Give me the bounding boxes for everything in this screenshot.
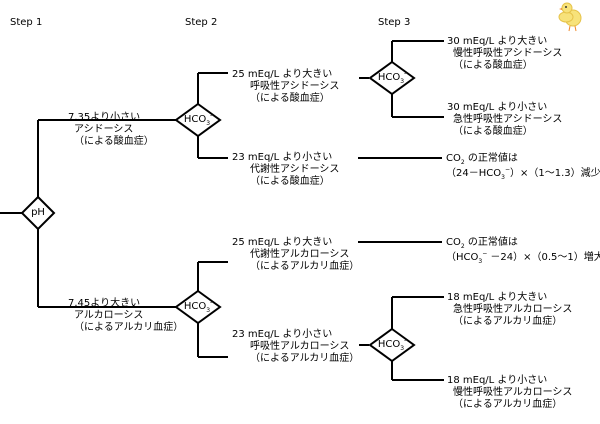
alk-metab-node: 25 mEq/L より大きい 代謝性アルカローシス （によるアルカリ血症） bbox=[232, 237, 359, 273]
alk-chronic-cond: 18 mEq/L より小さい bbox=[447, 375, 548, 386]
acid-metab-cond: 23 mEq/L より小さい bbox=[232, 152, 333, 163]
alkalosis-label: 7.45より大きい アルカローシス （によるアルカリ血症） bbox=[68, 298, 183, 334]
alk-metab-cond: 25 mEq/L より大きい bbox=[232, 237, 333, 248]
acid-acute-note: （による酸血症） bbox=[453, 126, 533, 137]
acid-metab-name: 代謝性アシドーシス bbox=[250, 164, 340, 175]
acid-acute-node: 30 mEq/L より小さい 急性呼吸性アシドーシス （による酸血症） bbox=[447, 102, 562, 138]
acidosis-name: アシドーシス bbox=[74, 124, 134, 135]
acid-resp-diamond bbox=[368, 60, 416, 96]
alkalosis-name: アルカローシス bbox=[74, 310, 144, 321]
alk-resp-diamond bbox=[368, 327, 416, 363]
alk-acute-cond: 18 mEq/L より大きい bbox=[447, 292, 548, 303]
acid-resp-name: 呼吸性アシドーシス bbox=[250, 81, 340, 92]
alk-metab-name: 代謝性アルカローシス bbox=[250, 249, 350, 260]
root-diamond bbox=[20, 195, 56, 231]
alk-acute-name: 急性呼吸性アルカローシス bbox=[453, 304, 573, 315]
acid-chronic-cond: 30 mEq/L より大きい bbox=[447, 36, 548, 47]
alk-co2-line2: （HCO3− －24）×（0.5～1）増大 bbox=[446, 250, 600, 265]
alk-resp-node: 23 mEq/L より小さい 呼吸性アルカローシス （によるアルカリ血症） bbox=[232, 329, 359, 365]
alk-hco3-label: HCO3- bbox=[183, 299, 213, 314]
acid-co2-line2: （24－HCO3−）×（1～1.3）減少 bbox=[446, 166, 600, 181]
alk-resp-note: （によるアルカリ血症） bbox=[250, 353, 360, 364]
acid-co2-formula: CO2 の正常値は （24－HCO3−）×（1～1.3）減少 bbox=[446, 153, 600, 181]
alk-acute-note: （によるアルカリ血症） bbox=[453, 316, 563, 327]
alkalosis-note: （によるアルカリ血症） bbox=[74, 322, 184, 333]
acid-hco3-diamond bbox=[174, 102, 222, 138]
acid-acute-name: 急性呼吸性アシドーシス bbox=[453, 114, 563, 125]
alk-co2-formula: CO2 の正常値は （HCO3− －24）×（0.5～1）増大 bbox=[446, 237, 600, 265]
acid-metab-note: （による酸血症） bbox=[250, 176, 330, 187]
alk-resp-hco3-label: HCO3- bbox=[377, 337, 407, 352]
root-diamond-label: pH bbox=[31, 207, 45, 218]
alk-co2-line1: CO2 の正常値は bbox=[446, 237, 518, 250]
alk-resp-cond: 23 mEq/L より小さい bbox=[232, 329, 333, 340]
alk-hco3-diamond bbox=[174, 289, 222, 325]
acid-chronic-node: 30 mEq/L より大きい 慢性呼吸性アシドーシス （による酸血症） bbox=[447, 36, 562, 72]
acid-chronic-name: 慢性呼吸性アシドーシス bbox=[453, 48, 563, 59]
alk-chronic-node: 18 mEq/L より小さい 慢性呼吸性アルカローシス （によるアルカリ血症） bbox=[447, 375, 572, 411]
step-3-label: Step 3 bbox=[378, 17, 411, 28]
chick-icon bbox=[558, 2, 582, 32]
acid-resp-node: 25 mEq/L より大きい 呼吸性アシドーシス （による酸血症） bbox=[232, 69, 339, 105]
acid-resp-hco3-label: HCO3- bbox=[377, 70, 407, 85]
acidosis-label: 7.35より小さい アシドーシス （による酸血症） bbox=[68, 112, 154, 148]
acid-resp-cond: 25 mEq/L より大きい bbox=[232, 69, 333, 80]
acid-hco3-label: HCO3- bbox=[183, 112, 213, 127]
alk-chronic-note: （によるアルカリ血症） bbox=[453, 399, 563, 410]
alk-acute-node: 18 mEq/L より大きい 急性呼吸性アルカローシス （によるアルカリ血症） bbox=[447, 292, 572, 328]
alk-resp-name: 呼吸性アルカローシス bbox=[250, 341, 350, 352]
acid-metab-node: 23 mEq/L より小さい 代謝性アシドーシス （による酸血症） bbox=[232, 152, 339, 188]
acid-co2-line1: CO2 の正常値は bbox=[446, 153, 518, 166]
acid-chronic-note: （による酸血症） bbox=[453, 60, 533, 71]
step-2-label: Step 2 bbox=[185, 17, 218, 28]
acidosis-note: （による酸血症） bbox=[74, 136, 154, 147]
acid-resp-note: （による酸血症） bbox=[250, 93, 330, 104]
alkalosis-cond: 7.45より大きい bbox=[68, 298, 141, 309]
alk-chronic-name: 慢性呼吸性アルカローシス bbox=[453, 387, 573, 398]
alk-metab-note: （によるアルカリ血症） bbox=[250, 261, 360, 272]
acid-acute-cond: 30 mEq/L より小さい bbox=[447, 102, 548, 113]
acidosis-cond: 7.35より小さい bbox=[68, 112, 141, 123]
step-1-label: Step 1 bbox=[10, 17, 43, 28]
